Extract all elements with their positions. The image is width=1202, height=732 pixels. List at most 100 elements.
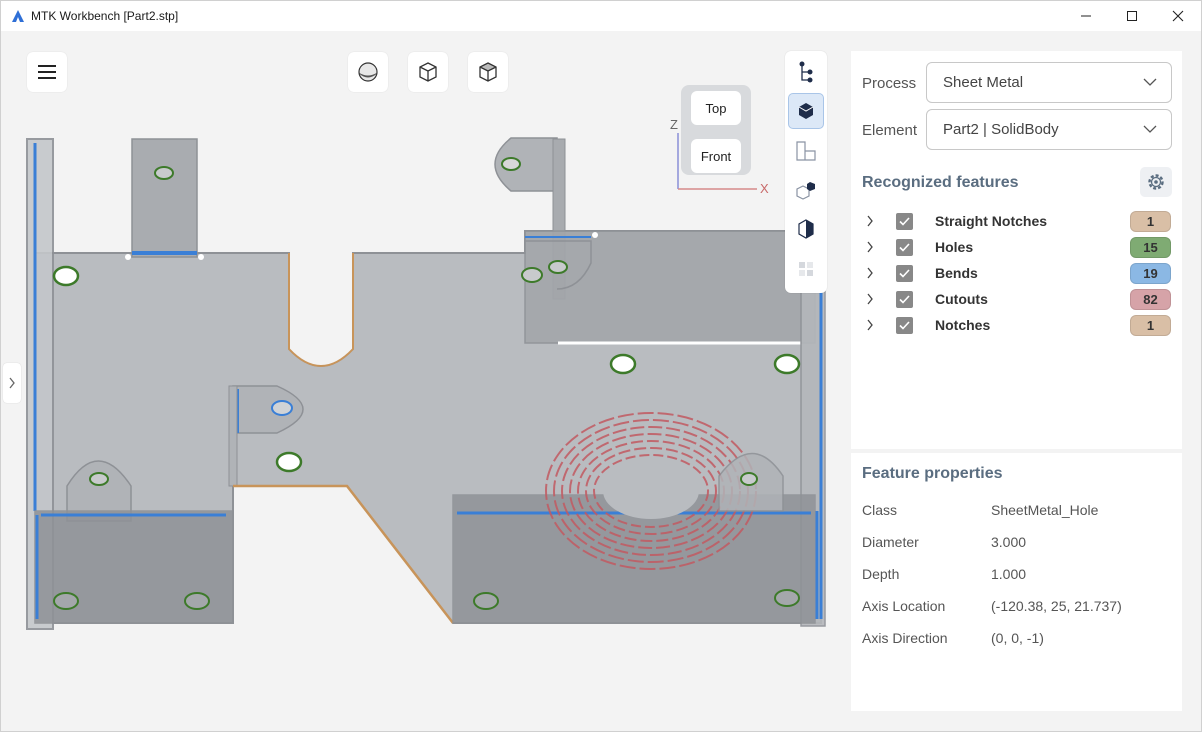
feature-settings-button[interactable] [1140,167,1172,197]
element-label: Element [862,122,918,139]
feature-properties-panel: Feature properties Class SheetMetal_Hole… [851,453,1182,711]
checkmark-icon [899,216,910,226]
minimize-button[interactable] [1063,1,1109,31]
feature-label: Bends [935,265,978,281]
feature-label: Straight Notches [935,213,1048,229]
expand-chevron-icon[interactable] [863,293,877,305]
flat-pattern-button[interactable] [788,133,824,169]
process-select[interactable]: Sheet Metal [926,62,1172,103]
hamburger-icon [38,65,56,79]
property-value: (0, 0, -1) [991,630,1044,646]
axis-z-label: Z [670,117,678,132]
property-row-axis-direction: Axis Direction (0, 0, -1) [862,630,1172,646]
half-cube-icon [798,219,814,239]
solid-view-button[interactable] [788,93,824,129]
feature-row-cutouts[interactable]: Cutouts 82 [863,287,1173,311]
title-bar: MTK Workbench [Part2.stp] [1,1,1201,31]
features-panel: Process Sheet Metal Element Part2 | Soli… [851,51,1182,449]
expand-chevron-icon[interactable] [863,241,877,253]
feature-label: Notches [935,317,991,333]
unfold-icon [796,141,816,161]
chevron-down-icon [1143,125,1157,133]
menu-button[interactable] [27,52,67,92]
element-select-value: Part2 | SolidBody [943,121,1059,138]
solid-cube-icon [798,103,814,119]
shaded-view-button[interactable] [348,52,388,92]
axis-x-label: X [760,181,769,196]
feature-count-badge: 15 [1130,236,1171,258]
view-cube-front-face[interactable]: Front [691,139,741,173]
close-icon [1172,10,1184,22]
view-cube[interactable]: Top Front Z X [669,85,781,196]
checkmark-icon [899,242,910,252]
chevron-right-icon [9,377,15,389]
feature-label: Cutouts [935,291,988,307]
property-row-depth: Depth 1.000 [862,566,1172,582]
feature-checkbox[interactable] [896,264,913,282]
maximize-button[interactable] [1109,1,1155,31]
grid-squares-icon [799,262,813,276]
cube-shaded-icon [479,62,497,82]
expand-chevron-icon[interactable] [863,267,877,279]
shaded-edges-view-button[interactable] [468,52,508,92]
close-button[interactable] [1155,1,1201,31]
cube-exploded-icon [796,182,815,200]
feature-checkbox[interactable] [896,238,913,256]
maximize-icon [1127,11,1137,21]
property-name: Depth [862,566,900,582]
cube-outline-icon [419,62,437,82]
property-row-diameter: Diameter 3.000 [862,534,1172,550]
feature-properties-title: Feature properties [862,465,1003,482]
feature-checkbox[interactable] [896,316,913,334]
window-controls [1063,1,1201,31]
feature-count-badge: 1 [1130,210,1171,232]
explode-view-button[interactable] [788,172,824,208]
feature-row-bends[interactable]: Bends 19 [863,261,1173,285]
half-section-button[interactable] [788,211,824,247]
sphere-icon [358,62,378,82]
expand-chevron-icon[interactable] [863,215,877,227]
feature-row-straight-notches[interactable]: Straight Notches 1 [863,209,1173,233]
process-label: Process [862,75,917,92]
checkmark-icon [899,294,910,304]
element-select[interactable]: Part2 | SolidBody [926,109,1172,150]
property-value: 3.000 [991,534,1027,550]
feature-row-notches[interactable]: Notches 1 [863,313,1173,337]
viewport-3d[interactable]: Top Front Z X [1,31,849,731]
expand-left-panel-button[interactable] [3,363,21,403]
view-toolbar [785,51,827,293]
expand-chevron-icon[interactable] [863,319,877,331]
property-name: Axis Location [862,598,946,614]
property-name: Class [862,502,898,518]
feature-row-holes[interactable]: Holes 15 [863,235,1173,259]
checkmark-icon [899,268,910,278]
feature-count-badge: 1 [1130,314,1171,336]
property-value: SheetMetal_Hole [991,502,1099,518]
property-row-class: Class SheetMetal_Hole [862,502,1172,518]
feature-checkbox[interactable] [896,212,913,230]
minimize-icon [1081,15,1091,17]
window-title: MTK Workbench [Part2.stp] [31,9,179,23]
feature-label: Holes [935,239,974,255]
property-row-axis-location: Axis Location (-120.38, 25, 21.737) [862,598,1172,614]
view-cube-top-face[interactable]: Top [691,91,741,125]
recognized-features-title: Recognized features [862,174,1019,191]
property-name: Axis Direction [862,630,948,646]
view-cube-axes [677,133,757,190]
checkmark-icon [899,320,910,330]
app-logo-icon [12,10,24,22]
feature-checkbox[interactable] [896,290,913,308]
property-name: Diameter [862,534,919,550]
pattern-view-button[interactable] [788,251,824,287]
chevron-down-icon [1143,78,1157,86]
tree-hierarchy-icon [799,61,813,83]
gear-icon [1148,174,1164,190]
wireframe-view-button[interactable] [408,52,448,92]
tree-view-button[interactable] [788,54,824,90]
sheet-metal-part[interactable] [1,31,849,731]
feature-count-badge: 82 [1130,288,1171,310]
process-select-value: Sheet Metal [943,74,1024,91]
property-value: (-120.38, 25, 21.737) [991,598,1122,614]
feature-count-badge: 19 [1130,262,1171,284]
